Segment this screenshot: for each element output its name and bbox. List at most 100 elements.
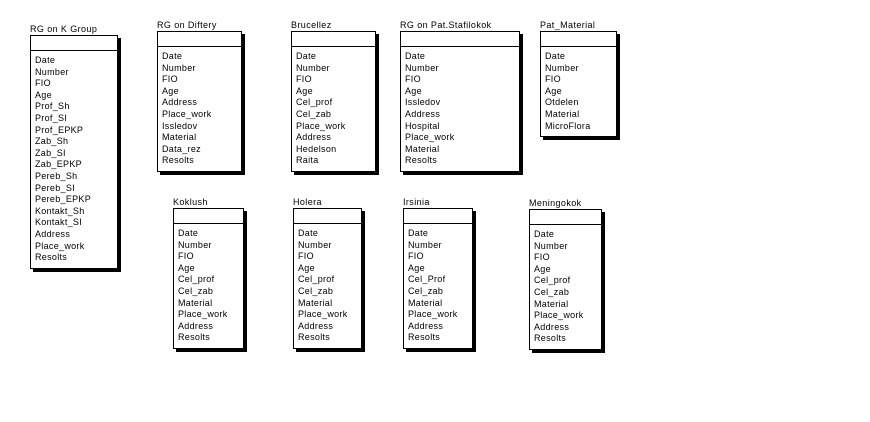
attribute: Date <box>298 228 319 238</box>
entity-title: Koklush <box>173 197 208 207</box>
attribute: Age <box>35 89 52 100</box>
attribute: Cel_prof <box>178 274 215 285</box>
attribute: Hospital <box>405 120 440 131</box>
entity-key-section <box>541 32 616 47</box>
attribute: Material <box>162 132 197 143</box>
attribute: Number <box>298 239 332 250</box>
attribute: Cel_zab <box>296 108 332 119</box>
attribute: Place_work <box>162 108 212 119</box>
attribute: Age <box>162 85 179 96</box>
attribute: Address <box>408 320 444 331</box>
attribute: Cel_prof <box>298 274 335 285</box>
entity-key-section <box>530 210 601 225</box>
attribute: Date <box>178 228 199 238</box>
attribute: Place_work <box>296 120 346 131</box>
attribute: Place_work <box>408 309 458 320</box>
attribute: Issledov <box>405 97 441 108</box>
attribute: FIO <box>162 74 178 85</box>
attribute: Cel_Prof <box>408 274 446 285</box>
attribute: Hedelson <box>296 143 337 154</box>
attribute: Date <box>405 51 426 61</box>
attribute: FIO <box>545 74 561 85</box>
attribute: Data_rez <box>162 143 201 154</box>
attribute: Date <box>296 51 317 61</box>
attribute: Place_work <box>178 309 228 320</box>
attribute: Pereb_SI <box>35 182 75 193</box>
entity-key-section <box>174 209 243 224</box>
attribute: Resolts <box>534 333 567 344</box>
attribute: Address <box>296 132 332 143</box>
attribute: Material <box>408 297 443 308</box>
attribute: Prof_Sh <box>35 101 70 112</box>
entity-key-section <box>404 209 472 224</box>
attribute: Pereb_EPKP <box>35 194 92 205</box>
attribute: Resolts <box>405 155 438 166</box>
attribute: Material <box>545 108 580 119</box>
attribute: FIO <box>405 74 421 85</box>
entity-key-section <box>292 32 375 47</box>
attribute: Number <box>35 66 69 77</box>
attribute: Resolts <box>408 332 441 343</box>
attribute: Issledov <box>162 120 198 131</box>
attribute: Number <box>296 62 330 73</box>
attribute: Date <box>35 55 56 65</box>
attribute: Resolts <box>178 332 211 343</box>
attribute: Age <box>405 85 422 96</box>
attribute: Kontakt_Sh <box>35 205 85 216</box>
entity-title: RG on Pat.Stafilokok <box>400 20 492 30</box>
attribute: FIO <box>178 251 194 262</box>
attribute: FIO <box>298 251 314 262</box>
attribute: Material <box>534 298 569 309</box>
attribute: Material <box>178 297 213 308</box>
entity-key-section <box>401 32 519 47</box>
attribute: Address <box>35 228 71 239</box>
attribute: FIO <box>534 252 550 263</box>
attribute: Cel_prof <box>534 275 571 286</box>
attribute: Age <box>178 262 195 273</box>
attribute: Age <box>534 263 551 274</box>
attribute: Zab_EPKP <box>35 159 82 170</box>
attribute: Cel_zab <box>534 286 570 297</box>
attribute: Zab_SI <box>35 147 66 158</box>
attribute: Address <box>162 97 198 108</box>
attribute: Number <box>534 240 568 251</box>
attribute: Address <box>405 108 441 119</box>
attribute: Kontakt_SI <box>35 217 83 228</box>
attribute: Address <box>298 320 334 331</box>
attribute: Place_work <box>534 310 584 321</box>
attribute: Age <box>545 85 562 96</box>
attribute: Date <box>162 51 183 61</box>
entity-title: Irsinia <box>403 197 430 207</box>
attribute: Address <box>534 321 570 332</box>
entity-key-section <box>31 36 117 51</box>
attribute: Age <box>296 85 313 96</box>
attribute: Place_work <box>405 132 455 143</box>
attribute: Date <box>534 229 555 239</box>
attribute: Date <box>408 228 429 238</box>
attribute: Cel_zab <box>298 285 334 296</box>
attribute: Resolts <box>162 155 195 166</box>
entity-key-section <box>158 32 241 47</box>
entity-title: RG on K Group <box>30 24 98 34</box>
entity-title: RG on Diftery <box>157 20 217 30</box>
attribute: Age <box>298 262 315 273</box>
attribute: Prof_EPKP <box>35 124 84 135</box>
attribute: Prof_SI <box>35 112 68 123</box>
